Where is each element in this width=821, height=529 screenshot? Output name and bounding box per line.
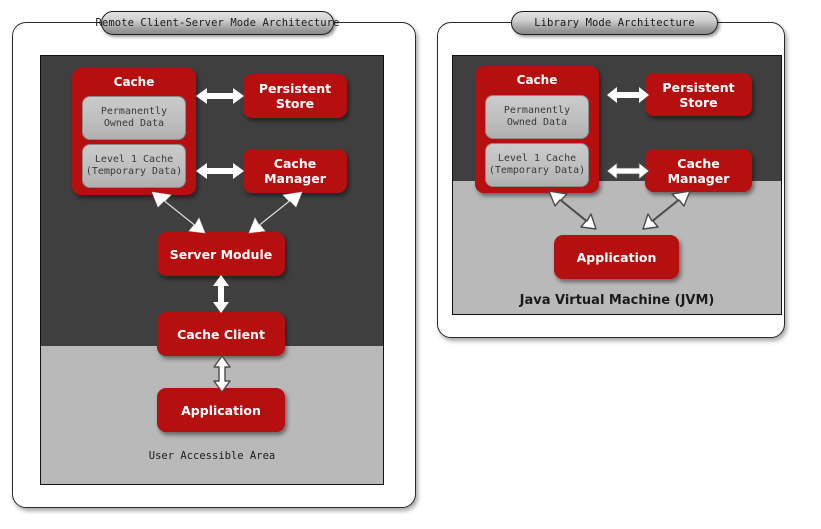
node-label: Persistent Store — [258, 81, 332, 111]
node-label-line2: Owned Data — [506, 117, 568, 128]
node-label-line1: Permanently — [100, 105, 168, 117]
node-server-module-left[interactable]: Server Module — [157, 232, 285, 276]
arrow-cache-to-cache-manager-left — [196, 161, 244, 181]
node-label: Persistent Store — [662, 79, 735, 110]
arrow-cache-to-persistent-store-right — [607, 85, 649, 105]
arrow-cache-manager-to-server-module — [246, 190, 304, 234]
node-persistent-store-left[interactable]: Persistent Store — [243, 74, 347, 118]
node-label-line2: (Temporary Data) — [488, 165, 586, 176]
node-level-1-cache-right[interactable]: Level 1 Cache (Temporary Data) — [485, 143, 589, 187]
arrow-cache-to-persistent-store-left — [196, 86, 244, 106]
diagram-title-remote-client-server: Remote Client-Server Mode Architecture — [95, 11, 339, 35]
diagram-title-library-mode: Library Mode Architecture — [511, 11, 718, 35]
arrow-cache-manager-to-application-right — [641, 188, 693, 230]
node-cache-manager-left[interactable]: Cache Manager — [243, 149, 347, 193]
node-level-1-cache-left[interactable]: Level 1 Cache (Temporary Data) — [82, 144, 186, 188]
arrow-cache-to-application-right — [546, 188, 598, 230]
arrow-server-module-to-cache-client — [211, 275, 231, 313]
node-label: Cache Manager — [264, 156, 326, 186]
node-label: Cache Manager — [667, 155, 730, 186]
node-label: Cache — [113, 75, 155, 89]
node-label-line1: Level 1 Cache — [497, 152, 577, 164]
node-application-left[interactable]: Application — [157, 388, 285, 432]
arrow-cache-client-to-application — [211, 355, 233, 393]
node-label: Application — [181, 402, 261, 418]
node-label: Server Module — [169, 246, 273, 262]
arrow-cache-to-cache-manager-right — [606, 161, 650, 181]
node-persistent-store-right[interactable]: Persistent Store — [645, 73, 752, 116]
node-label-line1: Permanently — [503, 104, 571, 116]
node-label: Cache — [516, 73, 558, 87]
zone-caption-user-accessible-area: User Accessible Area — [148, 450, 276, 462]
arrow-cache-to-server-module — [150, 190, 208, 234]
node-label-line2: (Temporary Data) — [85, 166, 183, 177]
node-permanently-owned-data-left[interactable]: Permanently Owned Data — [82, 96, 186, 140]
node-label: Application — [576, 249, 657, 265]
node-permanently-owned-data-right[interactable]: Permanently Owned Data — [485, 95, 589, 139]
node-cache-manager-right[interactable]: Cache Manager — [645, 149, 752, 192]
node-application-right[interactable]: Application — [554, 235, 679, 279]
zone-caption-jvm: Java Virtual Machine (JVM) — [519, 293, 715, 308]
node-cache-client-left[interactable]: Cache Client — [157, 312, 285, 356]
node-label: Cache Client — [177, 326, 265, 342]
node-label-line2: Owned Data — [103, 118, 165, 129]
node-label-line1: Level 1 Cache — [94, 153, 174, 165]
